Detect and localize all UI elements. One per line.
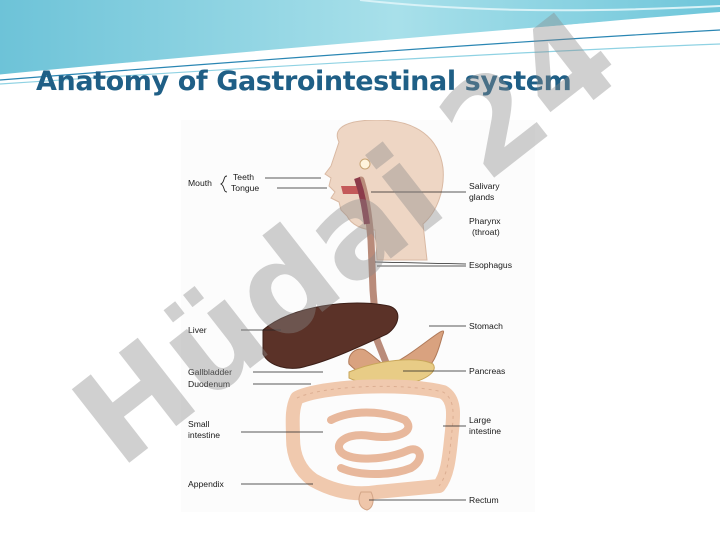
label-pancreas: Pancreas (469, 366, 505, 376)
label-rectum: Rectum (469, 495, 499, 505)
label-tongue: Tongue (231, 183, 259, 193)
label-small-2: intestine (188, 430, 220, 440)
label-salivary-2: glands (469, 192, 494, 202)
label-appendix: Appendix (188, 479, 225, 489)
anatomy-diagram: Mouth Teeth Tongue Salivary glands Phary… (181, 120, 535, 512)
label-gallbladder: Gallbladder (188, 367, 232, 377)
label-pharynx-2: (throat) (472, 227, 500, 237)
label-small-1: Small (188, 419, 210, 429)
label-esophagus: Esophagus (469, 260, 512, 270)
slide-title: Anatomy of Gastrointestinal system (36, 66, 572, 97)
label-pharynx-1: Pharynx (469, 216, 501, 226)
large-intestine-shape (285, 379, 461, 501)
label-salivary-1: Salivary (469, 181, 500, 191)
label-large-1: Large (469, 415, 491, 425)
label-liver: Liver (188, 325, 207, 335)
rectum-shape (358, 491, 374, 511)
head-silhouette (324, 120, 444, 261)
liver-shape (262, 302, 399, 369)
label-teeth: Teeth (233, 172, 254, 182)
label-stomach: Stomach (469, 321, 503, 331)
header-banner (0, 0, 720, 85)
leader-lines (241, 177, 467, 501)
label-mouth: Mouth (188, 178, 212, 188)
label-duodenum: Duodenum (188, 379, 230, 389)
label-large-2: intestine (469, 426, 501, 436)
small-intestine-shape (327, 408, 424, 478)
